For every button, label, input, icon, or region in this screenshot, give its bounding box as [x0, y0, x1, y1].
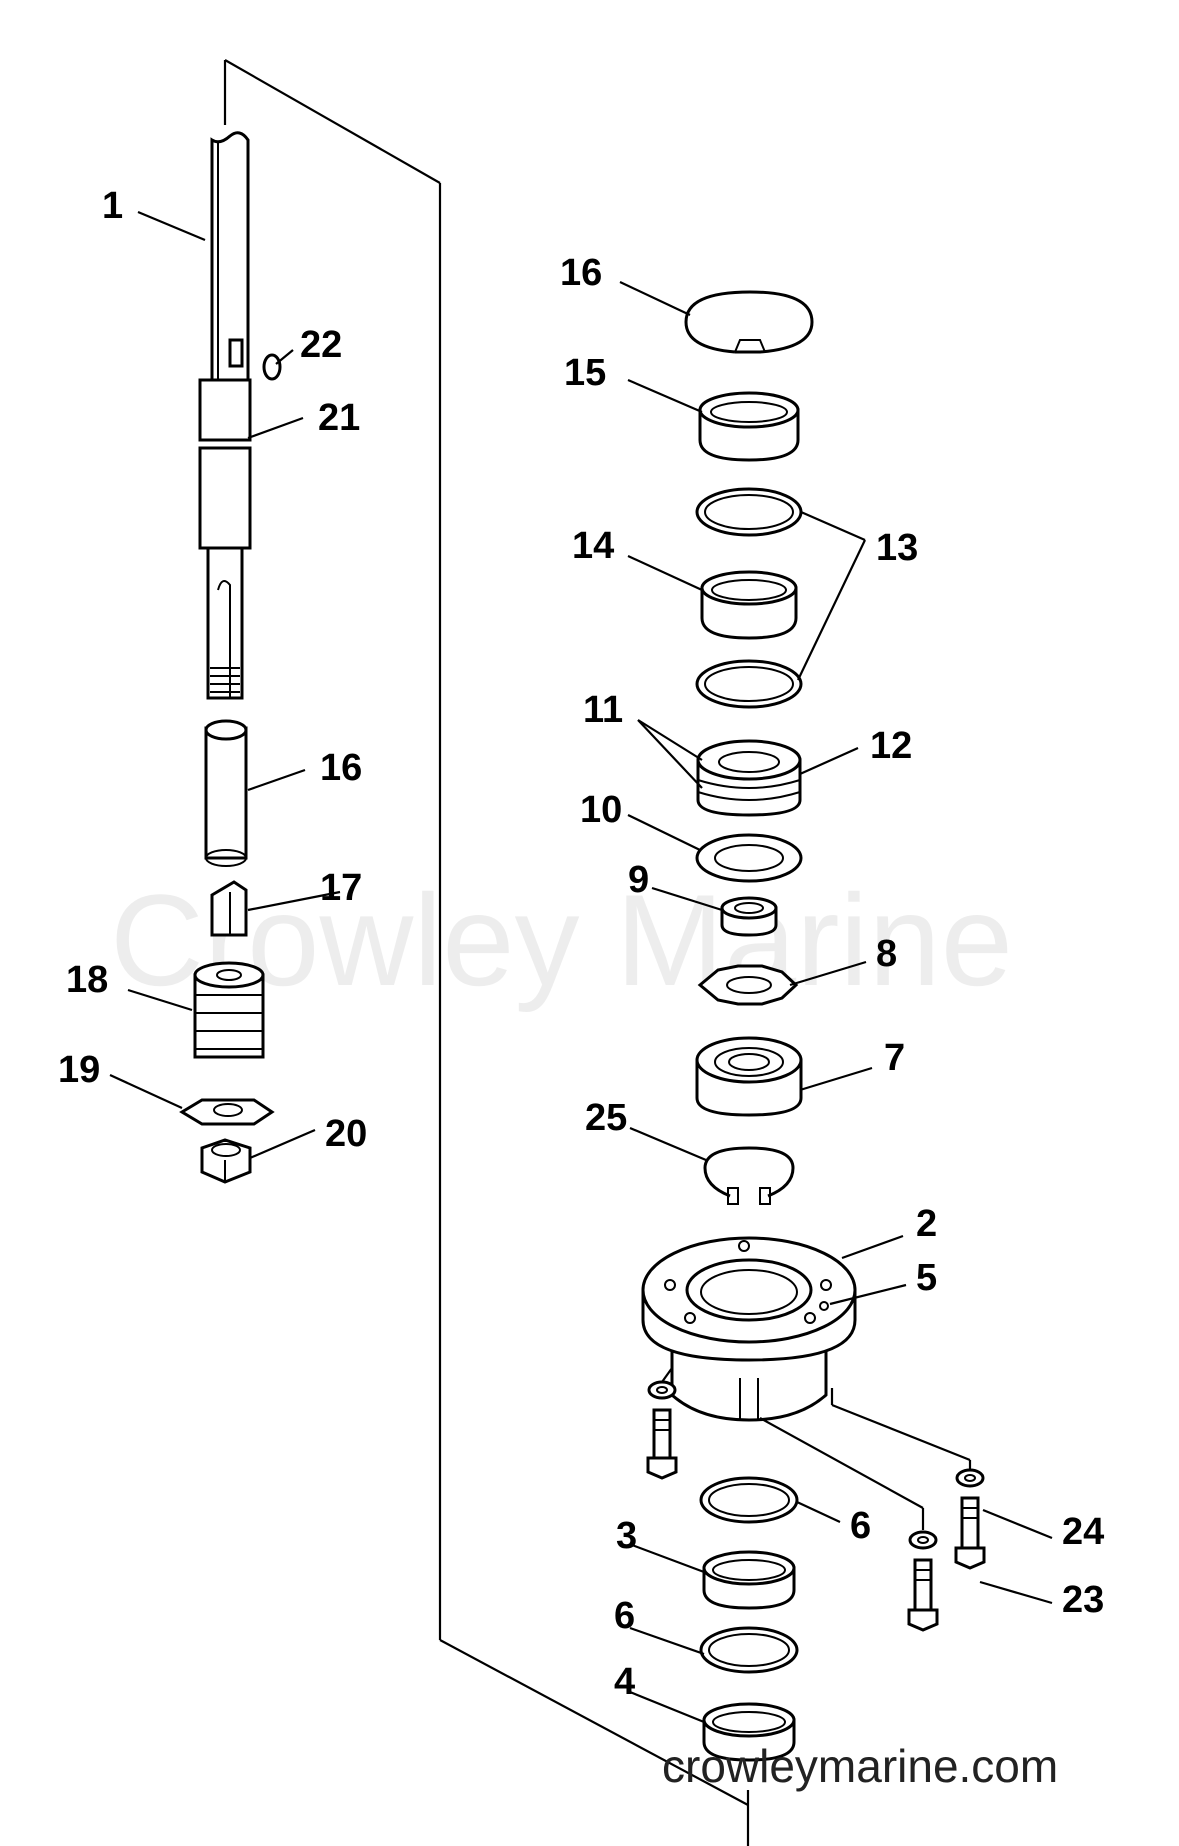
callout-14: 14 [572, 525, 614, 567]
callout-12: 12 [870, 725, 912, 767]
part-seal-12 [696, 739, 802, 817]
callout-13: 13 [876, 527, 918, 569]
callout-11: 11 [583, 689, 623, 731]
part-ring-15 [698, 391, 800, 462]
part-lockwasher-8 [697, 964, 799, 1006]
callout-2: 2 [916, 1203, 937, 1245]
callout-labels: 1 22 21 16 17 18 19 20 16 15 14 13 11 12… [58, 185, 1104, 1703]
callout-9: 9 [628, 859, 649, 901]
part-snapring-25 [703, 1146, 795, 1205]
callout-6-lower: 6 [614, 1595, 635, 1637]
callout-10: 10 [580, 789, 622, 831]
part-pin-22 [262, 353, 282, 381]
callout-19: 19 [58, 1049, 100, 1091]
callout-21: 21 [318, 397, 360, 439]
callout-20: 20 [325, 1113, 367, 1155]
assembly-frame [223, 59, 750, 1846]
part-washer-10 [695, 833, 803, 883]
part-ring-14 [700, 570, 798, 640]
part-clip-17 [210, 880, 248, 937]
part-housing-2 [641, 1236, 857, 1422]
callout-4: 4 [614, 1661, 635, 1703]
callout-7: 7 [884, 1037, 905, 1079]
callout-17: 17 [320, 867, 362, 909]
callout-16-right: 16 [560, 252, 602, 294]
part-ring-3 [702, 1550, 796, 1610]
callout-25: 25 [585, 1097, 627, 1139]
part-ring-4 [702, 1702, 796, 1762]
callout-24: 24 [1062, 1511, 1104, 1553]
part-oring-6b [699, 1626, 799, 1674]
callout-8: 8 [876, 933, 897, 975]
part-tabwasher-19 [179, 1098, 275, 1126]
part-oring-6a [699, 1476, 799, 1524]
part-oring-13b [695, 659, 803, 709]
part-tube-16 [204, 719, 248, 867]
part-bearing-7 [695, 1036, 803, 1117]
part-bolt-left [646, 1380, 678, 1480]
part-bolt-right-mid [907, 1530, 939, 1632]
callout-23: 23 [1062, 1579, 1104, 1621]
part-nut-20 [200, 1138, 252, 1184]
part-oring-13a [695, 487, 803, 537]
part-shaft [198, 131, 252, 700]
part-bushing-9 [720, 896, 778, 937]
part-snapring-16 [684, 290, 814, 354]
callout-22: 22 [300, 324, 342, 366]
callout-5: 5 [916, 1257, 937, 1299]
part-bolt-23 [954, 1468, 986, 1570]
callout-1: 1 [102, 185, 123, 227]
callout-15: 15 [564, 352, 606, 394]
callout-6-upper: 6 [850, 1505, 871, 1547]
callout-3: 3 [616, 1515, 637, 1557]
site-url-text: crowleymarine.com [662, 1740, 1058, 1792]
callout-18: 18 [66, 959, 108, 1001]
callout-16-left: 16 [320, 747, 362, 789]
part-spring-18 [193, 961, 265, 1059]
bolt-guide-lines [661, 1367, 972, 1530]
leader-lines [109, 210, 1053, 1724]
